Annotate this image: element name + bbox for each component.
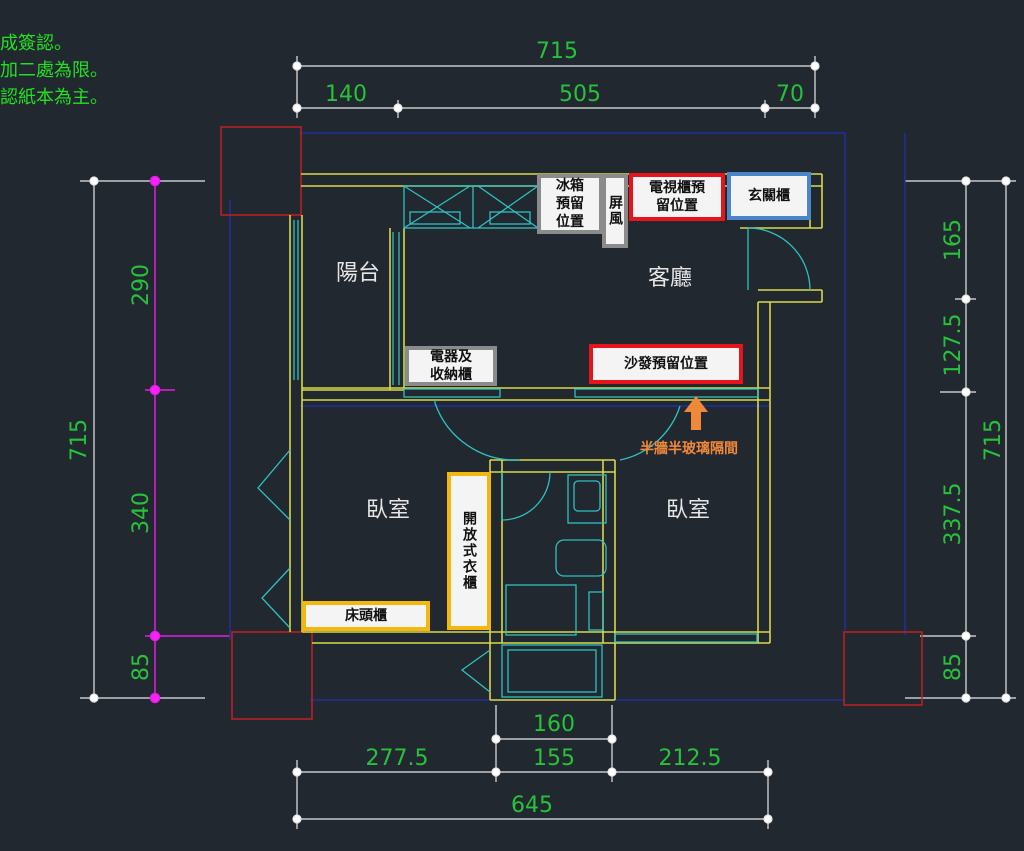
magenta-dimension bbox=[145, 175, 230, 704]
dim-left-a: 290 bbox=[129, 264, 154, 306]
sofa-reserve-label: 沙發預留位置 bbox=[589, 344, 743, 384]
dim-bottom-c: 212.5 bbox=[659, 746, 722, 771]
dim-right-c: 337.5 bbox=[941, 483, 966, 546]
dim-top-c: 70 bbox=[776, 82, 804, 107]
dim-bottom-a: 277.5 bbox=[366, 746, 429, 771]
room-balcony: 陽台 bbox=[336, 261, 380, 286]
fridge-reserve-text: 冰箱 預留 位置 bbox=[556, 178, 584, 230]
nightstand-text: 床頭櫃 bbox=[345, 608, 387, 624]
open-wardrobe-label: 開放式衣櫃 bbox=[447, 472, 491, 630]
nightstand-label: 床頭櫃 bbox=[302, 601, 430, 631]
fridge-reserve-label: 冰箱 預留 位置 bbox=[537, 174, 603, 234]
dim-left-total: 715 bbox=[67, 419, 92, 461]
dim-right-a: 165 bbox=[941, 219, 966, 261]
dim-right-b: 127.5 bbox=[941, 314, 966, 377]
appliance-storage-label: 電器及 收納櫃 bbox=[405, 346, 497, 386]
room-bedroom-right: 臥室 bbox=[666, 498, 710, 523]
room-bedroom-left: 臥室 bbox=[366, 498, 410, 523]
room-living: 客廳 bbox=[648, 266, 692, 291]
dim-bottom-total: 645 bbox=[511, 793, 553, 818]
screen-text: 屏風 bbox=[607, 195, 623, 227]
dim-right-d: 85 bbox=[941, 653, 966, 681]
note-line-1: 成簽認。 bbox=[0, 33, 72, 54]
tv-cabinet-text: 電視櫃預 留位置 bbox=[649, 180, 705, 214]
dim-top-total: 715 bbox=[536, 39, 578, 64]
open-wardrobe-text: 開放式衣櫃 bbox=[461, 511, 477, 591]
glass-partition-note: 半牆半玻璃隔間 bbox=[640, 441, 738, 457]
dim-right-total: 715 bbox=[981, 419, 1006, 461]
appliance-storage-text: 電器及 收納櫃 bbox=[430, 349, 472, 383]
dim-left-c: 85 bbox=[129, 653, 154, 681]
entry-cabinet-text: 玄關櫃 bbox=[748, 188, 790, 204]
arrow-up-icon bbox=[684, 396, 708, 430]
dim-top-a: 140 bbox=[325, 82, 367, 107]
dim-left-b: 340 bbox=[129, 492, 154, 534]
dim-bottom-b: 155 bbox=[533, 746, 575, 771]
dimension-lines bbox=[80, 56, 1016, 829]
dim-bottom-inner: 160 bbox=[533, 712, 575, 737]
entry-cabinet-label: 玄關櫃 bbox=[727, 172, 811, 220]
tv-cabinet-reserve-label: 電視櫃預 留位置 bbox=[629, 173, 725, 221]
screen-label: 屏風 bbox=[602, 174, 628, 248]
note-line-3: 認紙本為主。 bbox=[0, 87, 108, 108]
columns bbox=[220, 126, 923, 720]
note-line-2: 加二處為限。 bbox=[0, 60, 108, 81]
sofa-reserve-text: 沙發預留位置 bbox=[624, 356, 708, 372]
dim-top-b: 505 bbox=[559, 82, 601, 107]
